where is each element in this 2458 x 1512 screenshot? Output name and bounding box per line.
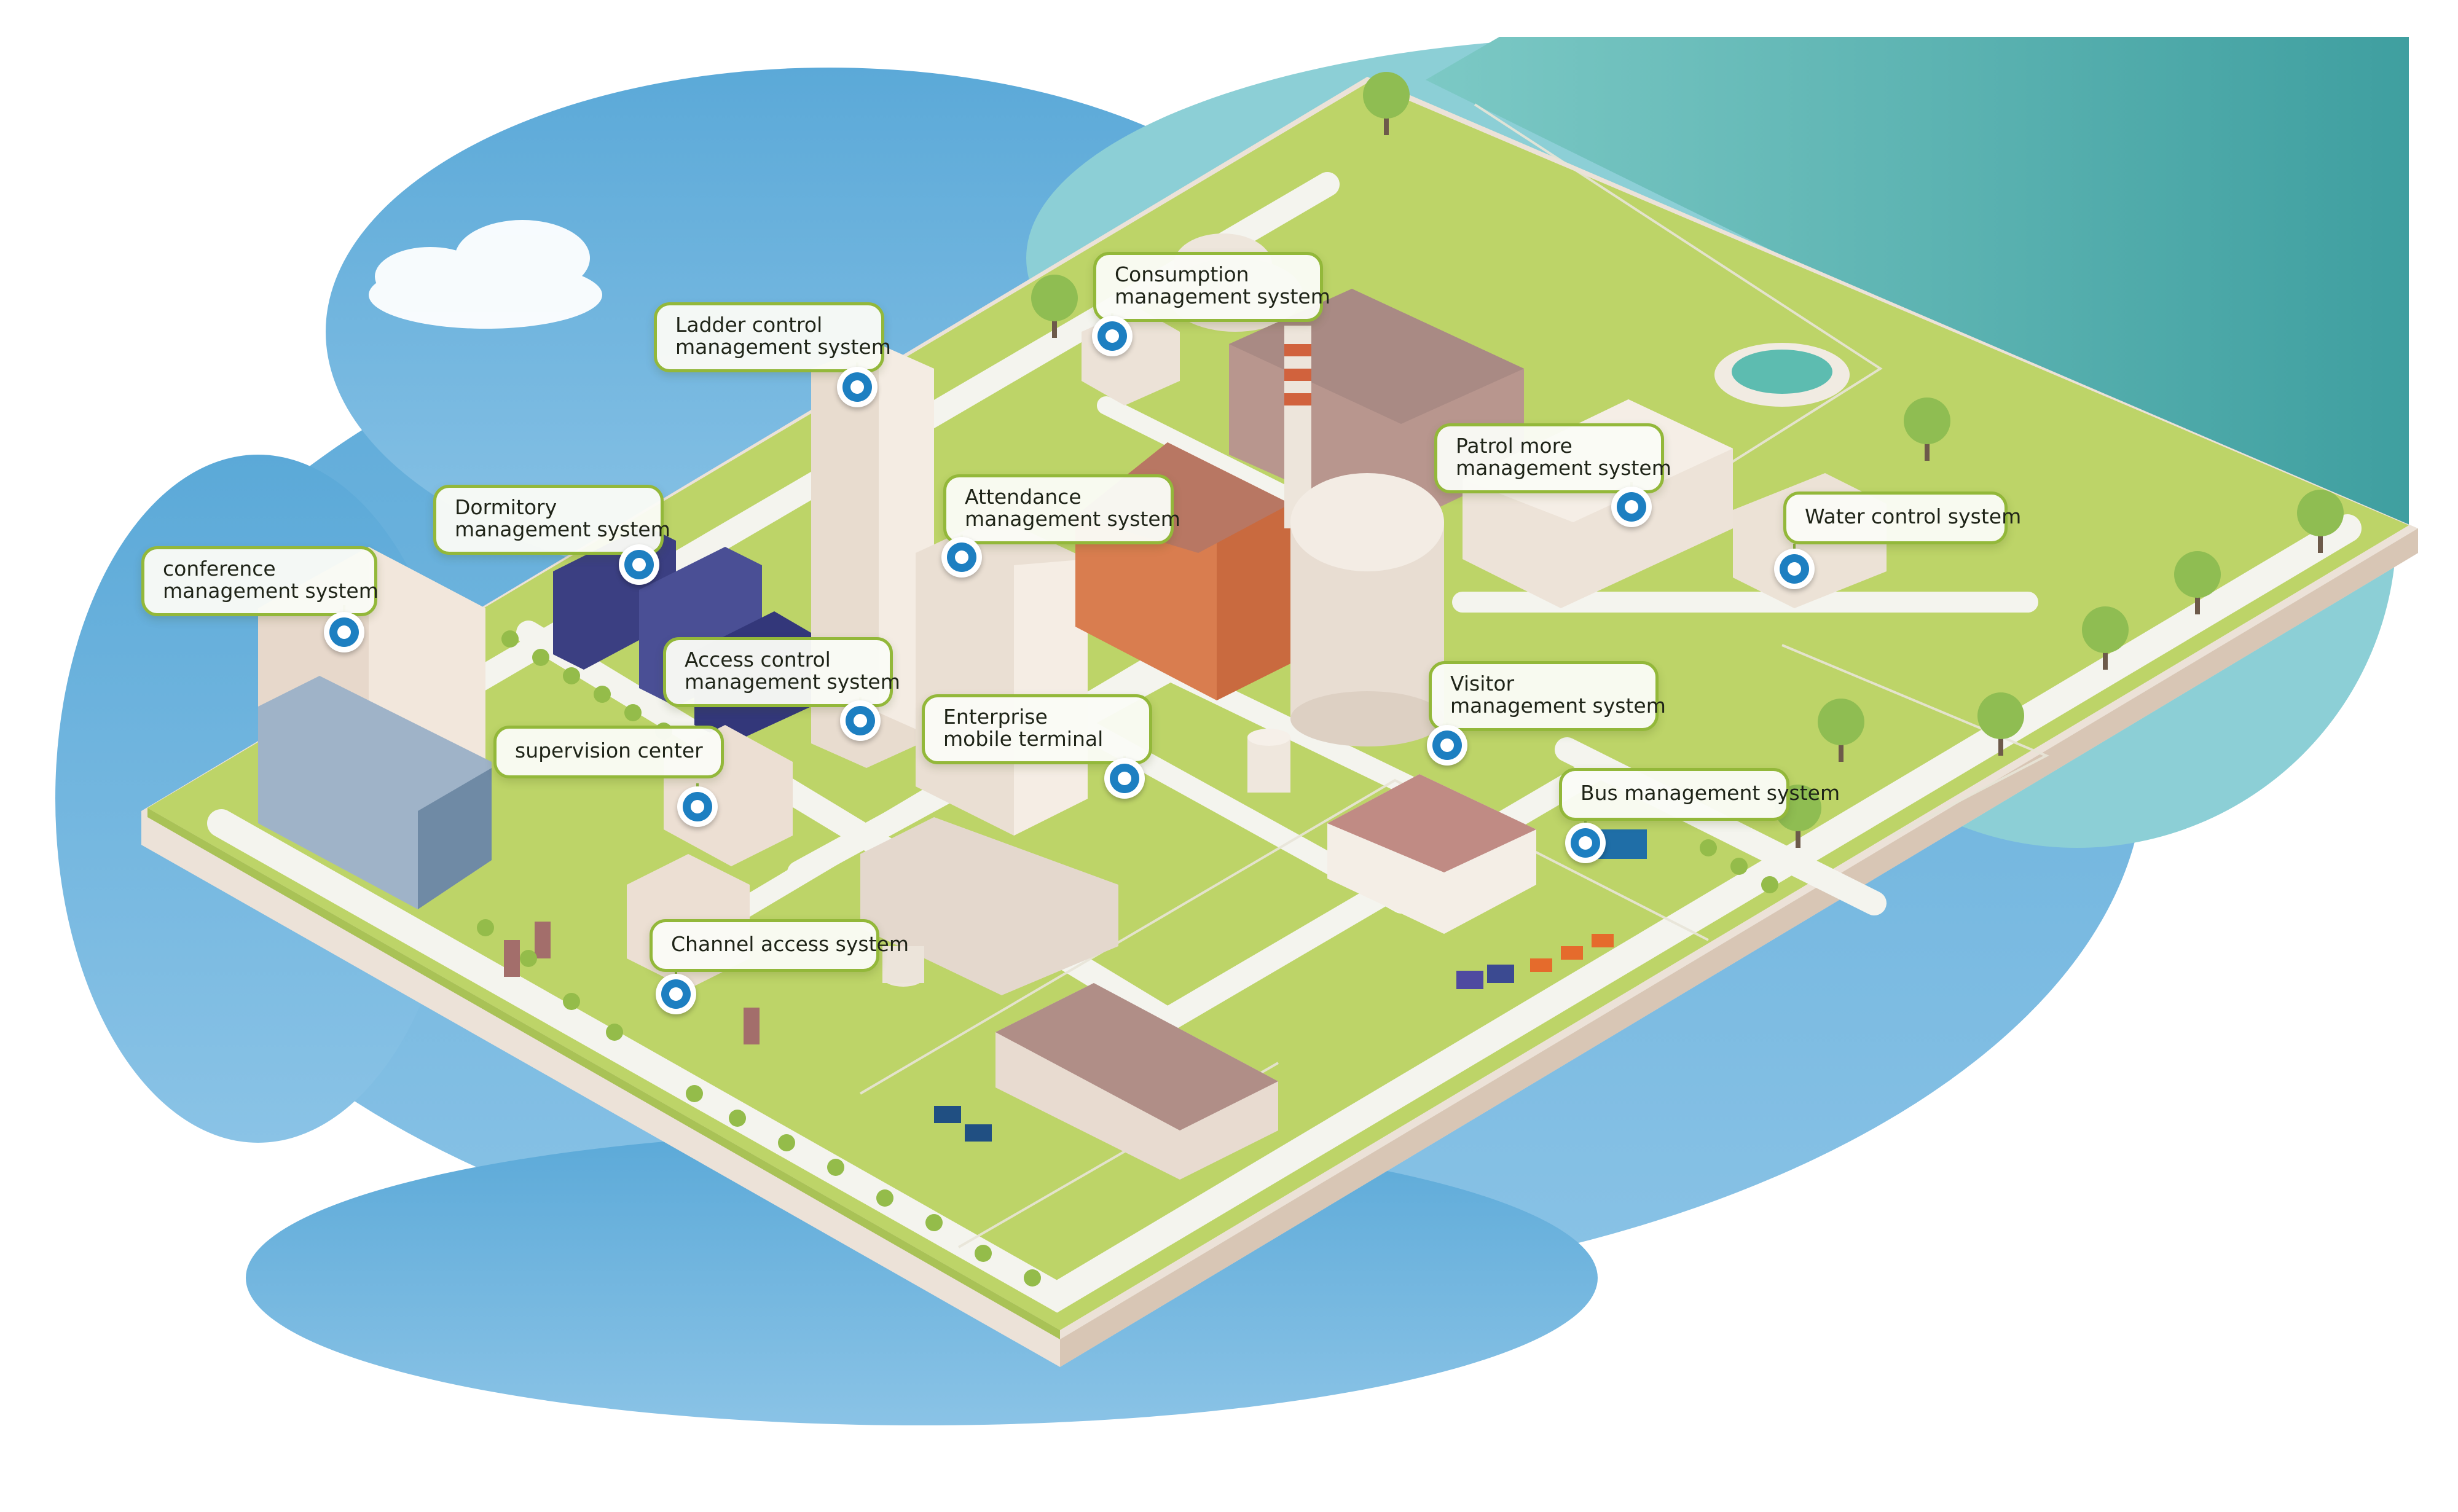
callout-line: Bus management system — [1580, 781, 1840, 805]
callout-access-control-management-system[interactable]: Access control management system — [663, 637, 900, 707]
central-warehouses — [860, 729, 1290, 995]
location-pin-icon[interactable] — [1427, 725, 1467, 766]
callout-ladder-control-management-system[interactable]: Ladder control management system — [654, 302, 891, 372]
attendance-tower — [916, 516, 1088, 836]
callout-line: Consumption — [1115, 262, 1249, 286]
location-pin-icon[interactable] — [1104, 758, 1145, 799]
callout-line: Access control — [685, 648, 831, 672]
callout-line: Channel access system — [671, 932, 909, 956]
callout-line: Patrol more — [1456, 434, 1573, 458]
callout-line: supervision center — [515, 738, 703, 762]
callout-line: Attendance — [965, 485, 1082, 509]
callout-line: Enterprise — [943, 705, 1048, 729]
lawn — [147, 83, 2409, 1330]
location-pin-icon[interactable] — [324, 612, 364, 652]
callout-line: management system — [1450, 694, 1666, 718]
location-pin-icon[interactable] — [840, 700, 881, 741]
callout-line: management system — [685, 670, 900, 694]
callout-line: Visitor — [1450, 672, 1515, 695]
callout-bus-management-system[interactable]: Bus management system — [1559, 768, 1840, 821]
location-pin-icon[interactable] — [941, 537, 982, 578]
callout-line: management system — [1115, 284, 1330, 308]
callout-enterprise-mobile-terminal[interactable]: Enterprise mobile terminal — [922, 694, 1152, 764]
callout-line: management system — [163, 579, 379, 603]
storage-warehouse — [995, 983, 1278, 1180]
callout-channel-access-system[interactable]: Channel access system — [650, 919, 909, 972]
callout-line: management system — [455, 517, 670, 541]
location-pin-icon[interactable] — [1774, 549, 1815, 589]
callout-line: mobile terminal — [943, 727, 1104, 751]
callout-visitor-management-system[interactable]: Visitor management system — [1429, 661, 1666, 731]
location-pin-icon[interactable] — [1092, 316, 1133, 356]
callout-water-control-system[interactable]: Water control system — [1783, 492, 2022, 544]
callout-line: management system — [1456, 456, 1671, 480]
location-pin-icon[interactable] — [1565, 823, 1606, 863]
callout-line: Dormitory — [455, 495, 557, 519]
lawn-edge — [147, 808, 1060, 1339]
location-pin-icon[interactable] — [837, 367, 878, 407]
vehicles — [934, 829, 1647, 1142]
callout-line: conference — [163, 557, 276, 581]
location-pin-icon[interactable] — [656, 974, 696, 1014]
location-pin-icon[interactable] — [1611, 487, 1652, 527]
reactor-dome — [1290, 473, 1444, 746]
callout-conference-management-system[interactable]: conference management system — [141, 546, 379, 616]
callout-supervision-center[interactable]: supervision center — [493, 726, 724, 778]
conference-building — [258, 547, 492, 909]
callout-line: Water control system — [1805, 504, 2022, 528]
location-pin-icon[interactable] — [619, 544, 659, 585]
callout-line: management system — [965, 507, 1180, 531]
trees — [477, 72, 2344, 1287]
callout-line: management system — [675, 335, 891, 359]
visitor-house — [1327, 774, 1536, 934]
callout-consumption-management-system[interactable]: Consumption management system — [1093, 252, 1330, 322]
location-pin-icon[interactable] — [677, 786, 718, 827]
callout-patrol-more-management-system[interactable]: Patrol more management system — [1434, 423, 1671, 493]
callout-dormitory-management-system[interactable]: Dormitory management system — [433, 485, 670, 555]
callout-line: Ladder control — [675, 313, 823, 337]
callout-attendance-management-system[interactable]: Attendance management system — [943, 474, 1180, 544]
